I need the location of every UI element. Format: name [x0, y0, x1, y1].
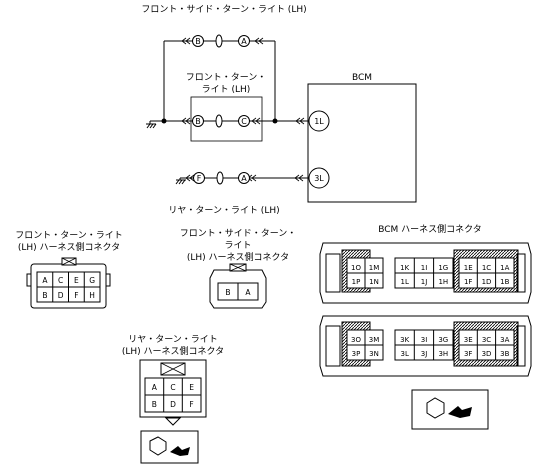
pin-cell: 3L — [401, 350, 409, 358]
pin-cell: G — [89, 276, 95, 285]
pin-cell: 1P — [352, 278, 361, 286]
pin-cell: 3C — [482, 336, 491, 344]
connector-title-line1: リヤ・ターン・ライト — [128, 334, 218, 345]
pin-label: B — [195, 117, 201, 126]
pin-cell: 1N — [369, 278, 379, 286]
connector-title-line2: (LH) ハーネス側コネクタ — [122, 345, 224, 357]
pin-label: C — [241, 117, 247, 126]
pin-cell: A — [152, 383, 158, 392]
pin-cell: E — [74, 276, 79, 285]
connector-title-line1: フロント・サイド・ターン・ — [180, 228, 297, 239]
pin-cell: 1H — [438, 278, 448, 286]
connector-illustration-icon — [426, 397, 445, 419]
bcm-connector-1: 1O 1M 1P 1N 1K 1I 1G 1L 1J 1H 1E 1C 1A 1… — [319, 242, 532, 304]
front-turn-light-title-line1: フロント・ターン・ — [186, 72, 267, 83]
bulb-front-turn — [215, 114, 223, 128]
bcm-connectors: BCM ハーネス側コネクタ 1O 1M 1P 1N 1K 1I 1G 1L 1J… — [319, 223, 532, 430]
pin-cell: 1I — [421, 264, 428, 272]
pin-cell: 1C — [482, 264, 491, 272]
bcm-title: BCM — [352, 73, 372, 83]
pin-cell: 1K — [400, 264, 409, 272]
pin-cell: B — [152, 400, 157, 409]
front-side-turn-light-title: フロント・サイド・ターン・ライト (LH) — [141, 4, 306, 15]
pin-label: F — [197, 174, 202, 183]
pin-cell: 3D — [482, 350, 492, 358]
connector-illustration-box — [411, 389, 489, 430]
pin-cell: 1O — [351, 264, 361, 272]
connector-marks — [181, 37, 305, 182]
junction-dot — [272, 118, 278, 124]
pin-cell: 1L — [401, 278, 409, 286]
pin-cell: 3H — [438, 350, 448, 358]
bulb-front-side — [215, 34, 223, 48]
pointing-hand-icon — [448, 406, 472, 418]
connector-title-line3: (LH) ハーネス側コネクタ — [187, 251, 289, 263]
pin-cell: F — [189, 400, 193, 409]
pin-cell: 1F — [464, 278, 472, 286]
pin-cell: B — [42, 291, 47, 300]
pin-cell: 3B — [500, 350, 509, 358]
pin-cell: 3G — [438, 336, 448, 344]
connector-title-line2: ライト — [224, 240, 251, 251]
circuit-pins: B A B C F A 1L 3L — [192, 35, 330, 189]
bcm-connector-title: BCM ハーネス側コネクタ — [378, 223, 482, 235]
pin-cell: 3J — [421, 350, 428, 358]
pin-cell: 1A — [500, 264, 509, 272]
pin-cell: B — [225, 288, 230, 297]
pin-cell: 3O — [351, 336, 361, 344]
bcm-connector-3: 3O 3M 3P 3N 3K 3I 3G 3L 3J 3H 3E 3C 3A 3… — [319, 315, 532, 377]
connector-title-line1: フロント・ターン・ライト — [15, 230, 123, 241]
pin-cell: E — [189, 383, 194, 392]
pin-cell: 3M — [369, 336, 380, 344]
ground-symbol-rear — [175, 178, 186, 185]
pin-cell: 1D — [482, 278, 492, 286]
pin-cell: C — [58, 276, 63, 285]
pin-cell: 1J — [421, 278, 428, 286]
pin-cell: 3I — [421, 336, 428, 344]
pin-cell: 3A — [500, 336, 509, 344]
pin-cell: D — [58, 291, 64, 300]
pin-cell: 1E — [464, 264, 473, 272]
front-turn-connector: フロント・ターン・ライト (LH) ハーネス側コネクタ A C E G B D … — [15, 230, 123, 309]
pin-cell: A — [42, 276, 48, 285]
front-turn-light-title-line2: ライト (LH) — [202, 84, 251, 95]
pin-cell: H — [89, 291, 95, 300]
junction-dot — [161, 118, 167, 124]
front-side-connector: フロント・サイド・ターン・ ライト (LH) ハーネス側コネクタ B A — [180, 228, 297, 309]
bcm-terminal-label: 3L — [314, 174, 324, 183]
connector-illustration-icon — [149, 436, 167, 456]
pin-label: A — [241, 37, 247, 46]
pin-cell: 3F — [464, 350, 472, 358]
rear-turn-connector: リヤ・ターン・ライト (LH) ハーネス側コネクタ A C E B D F — [122, 334, 224, 464]
bcm-box — [307, 83, 417, 203]
pin-cell: 1B — [500, 278, 509, 286]
pin-cell: 3K — [400, 336, 409, 344]
pointing-hand-icon — [170, 446, 190, 456]
pin-cell: 1M — [369, 264, 380, 272]
pin-cell: D — [170, 400, 176, 409]
pin-cell: 3N — [369, 350, 379, 358]
connector-title-line2: (LH) ハーネス側コネクタ — [18, 241, 120, 253]
pin-cell: A — [245, 288, 251, 297]
pin-label: A — [241, 174, 247, 183]
front-turn-light-box — [190, 96, 263, 142]
rear-turn-light-title: リヤ・ターン・ライト (LH) — [168, 205, 279, 216]
pin-cell: F — [74, 291, 78, 300]
pin-cell: C — [170, 383, 175, 392]
ground-symbol-front — [146, 121, 157, 129]
bulb-rear-turn — [216, 171, 224, 185]
pin-cell: 3E — [464, 336, 473, 344]
pin-cell: 3P — [352, 350, 361, 358]
pin-cell: 1G — [438, 264, 448, 272]
pin-label: B — [195, 37, 201, 46]
bcm-terminal-label: 1L — [314, 117, 324, 126]
